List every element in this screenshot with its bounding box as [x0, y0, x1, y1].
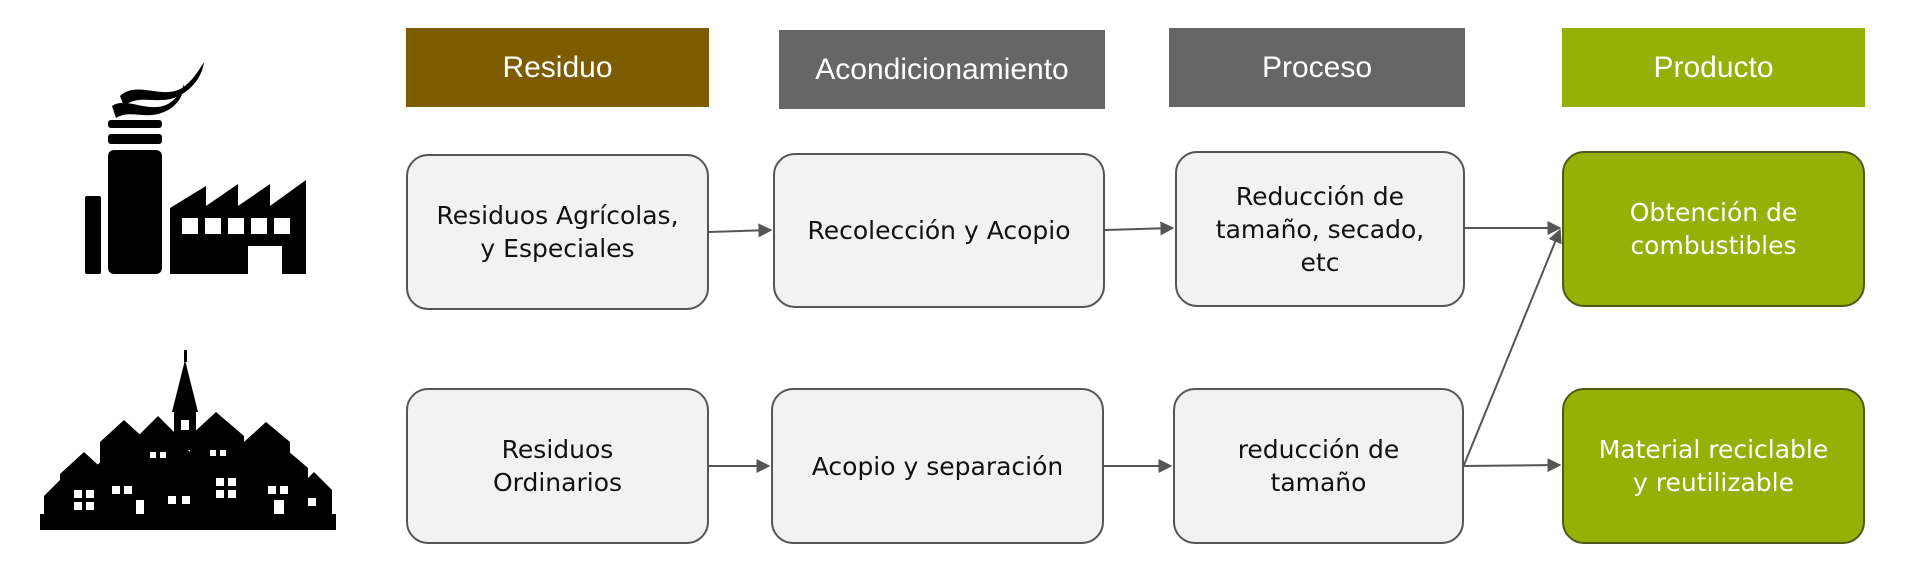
arrow-row1-step1 — [708, 223, 773, 238]
residuos-ordinarios-box: Residuos Ordinarios — [406, 388, 709, 544]
arrow-row2-to-combustibles — [1463, 228, 1562, 466]
obtencion-combustibles-box: Obtención de combustibles — [1562, 151, 1865, 307]
residuos-agricolas-box: Residuos Agrícolas, y Especiales — [406, 154, 709, 310]
acopio-separacion-box: Acopio y separación — [771, 388, 1104, 544]
header-producto: Producto — [1562, 28, 1865, 107]
header-proceso: Proceso — [1169, 28, 1465, 107]
recoleccion-acopio-box: Recolección y Acopio — [773, 153, 1105, 308]
reduccion-tamano-box: reducción de tamaño — [1173, 388, 1464, 544]
village-icon — [40, 350, 336, 530]
material-reciclable-box: Material reciclable y reutilizable — [1562, 388, 1865, 544]
header-residuo: Residuo — [406, 28, 709, 107]
reduccion-secado-box: Reducción de tamaño, secado, etc — [1175, 151, 1465, 307]
arrow-row1-step2 — [1104, 221, 1175, 236]
header-acondicionamiento: Acondicionamiento — [779, 30, 1105, 109]
factory-icon — [85, 62, 306, 274]
arrow-row2-to-reciclable — [1463, 458, 1562, 473]
